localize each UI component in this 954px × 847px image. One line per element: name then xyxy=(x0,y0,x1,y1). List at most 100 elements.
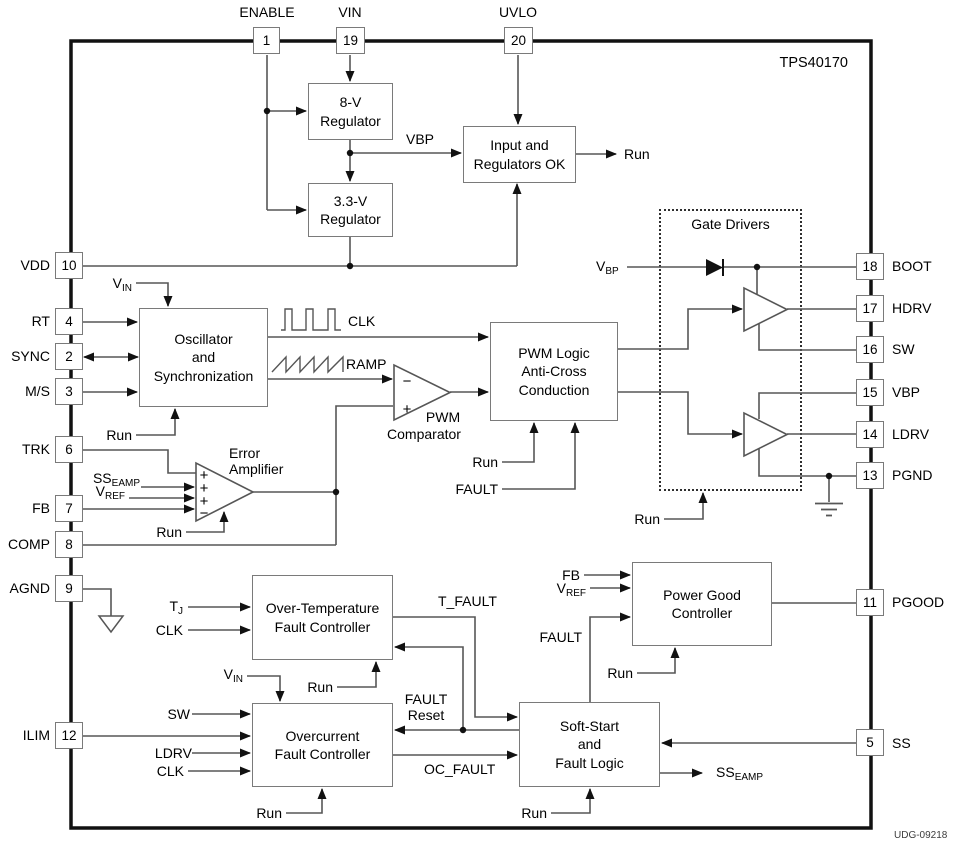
run-label-oscillator: Run xyxy=(106,427,132,443)
diode-icon xyxy=(706,259,724,276)
pin-label-rt: RT xyxy=(31,313,50,329)
figure-code: UDG-09218 xyxy=(894,830,948,841)
pin-vbp: 15 xyxy=(856,379,884,406)
clk-label-overcurrent: CLK xyxy=(156,763,184,779)
run-label-soft-start: Run xyxy=(521,805,547,821)
pin-label-hdrv: HDRV xyxy=(892,300,932,316)
vref-label-power-good: VREF xyxy=(556,580,586,600)
pin-comp: 8 xyxy=(55,531,83,558)
vin-label-oscillator: VIN xyxy=(112,275,132,295)
sseamp-label-soft-start: SSEAMP xyxy=(716,764,764,784)
pin-enable: 1 xyxy=(253,27,280,54)
pin-boot: 18 xyxy=(856,253,884,280)
pin-sw: 16 xyxy=(856,336,884,363)
pin-pgnd: 13 xyxy=(856,462,884,489)
amp-input-signs: + + + − − + xyxy=(200,373,412,522)
chip-title: TPS40170 xyxy=(779,55,848,71)
tj-label: TJ xyxy=(169,598,183,618)
pin-rt: 4 xyxy=(55,308,83,335)
run-label-pwm-logic: Run xyxy=(472,454,498,470)
pin-label-comp: COMP xyxy=(8,536,50,552)
pin-label-vin: VIN xyxy=(338,4,362,20)
high-side-driver-buffer-icon xyxy=(743,286,789,333)
clk-label-over-temp: CLK xyxy=(155,622,183,638)
svg-text:+: + xyxy=(403,401,412,418)
pin-label-vbp: VBP xyxy=(892,384,921,400)
pin-ms: 3 xyxy=(55,378,83,405)
sseamp-label-error-amp: SSEAMP xyxy=(92,470,140,490)
pin-label-sync: SYNC xyxy=(11,348,50,364)
pin-vdd: 10 xyxy=(55,252,83,279)
pin-label-sw: SW xyxy=(892,341,915,357)
clk-waveform-icon xyxy=(281,308,341,331)
agnd-ground-icon xyxy=(83,588,125,634)
run-label-over-temp: Run xyxy=(307,679,333,695)
pin-vin: 19 xyxy=(336,27,365,54)
sw-label-overcurrent: SW xyxy=(167,706,190,722)
pin-label-pgnd: PGND xyxy=(892,467,933,483)
pin-label-vdd: VDD xyxy=(20,257,50,273)
pin-fb: 7 xyxy=(55,495,83,522)
run-label-error-amp: Run xyxy=(156,524,182,540)
pwm-comparator-triangle xyxy=(393,363,452,422)
ramp-net-label: RAMP xyxy=(346,356,387,372)
run-label-input-ok: Run xyxy=(624,146,650,162)
pin-label-pgood: PGOOD xyxy=(892,594,945,610)
fb-label-power-good: FB xyxy=(562,567,580,583)
pin-label-ss: SS xyxy=(892,735,911,751)
ocfault-net-label: OC_FAULT xyxy=(424,761,496,777)
pin-agnd: 9 xyxy=(55,575,83,602)
pin-ldrv: 14 xyxy=(856,421,884,448)
clk-net-label: CLK xyxy=(348,313,376,329)
pin-uvlo: 20 xyxy=(504,27,533,54)
fault-label-pwm-logic: FAULT xyxy=(455,481,498,497)
svg-text:−: − xyxy=(200,505,209,522)
run-label-overcurrent: Run xyxy=(256,805,282,821)
pin-ilim: 12 xyxy=(55,722,83,749)
pin-trk: 6 xyxy=(55,436,83,463)
fault-label-power-good: FAULT xyxy=(539,629,582,645)
run-label-power-good: Run xyxy=(607,665,633,681)
pin-label-ldrv: LDRV xyxy=(892,426,930,442)
vref-label-error-amp: VREF xyxy=(95,483,125,503)
error-amplifier-triangle xyxy=(195,461,255,523)
pin-label-fb: FB xyxy=(32,500,50,516)
pin-label-ilim: ILIM xyxy=(22,727,50,743)
error-amplifier-label: Error Amplifier xyxy=(229,445,284,477)
junction-dots xyxy=(263,107,833,734)
svg-text:−: − xyxy=(403,373,412,390)
pin-label-enable: ENABLE xyxy=(239,4,295,20)
pin-sync: 2 xyxy=(55,343,83,370)
svg-text:+: + xyxy=(200,480,209,497)
pgnd-ground-icon xyxy=(815,502,843,517)
pin-hdrv: 17 xyxy=(856,295,884,322)
vbp-label-gate-drivers: VBP xyxy=(596,258,619,278)
vin-label-overcurrent: VIN xyxy=(223,666,243,686)
run-label-gate-drivers: Run xyxy=(634,511,660,527)
pin-label-trk: TRK xyxy=(22,441,50,457)
pin-label-boot: BOOT xyxy=(892,258,932,274)
pwm-comparator-label-2: Comparator xyxy=(387,426,461,442)
pin-pgood: 11 xyxy=(856,589,884,616)
ramp-waveform-icon xyxy=(271,355,344,374)
fault-reset-label: FAULT Reset xyxy=(404,691,448,723)
ldrv-label-overcurrent: LDRV xyxy=(154,745,192,761)
pin-ss: 5 xyxy=(856,729,884,756)
pin-label-agnd: AGND xyxy=(9,580,50,596)
svg-text:+: + xyxy=(200,493,209,510)
svg-text:+: + xyxy=(200,467,209,484)
wires xyxy=(83,55,856,814)
tfault-net-label: T_FAULT xyxy=(438,593,497,609)
low-side-driver-buffer-icon xyxy=(743,411,789,458)
